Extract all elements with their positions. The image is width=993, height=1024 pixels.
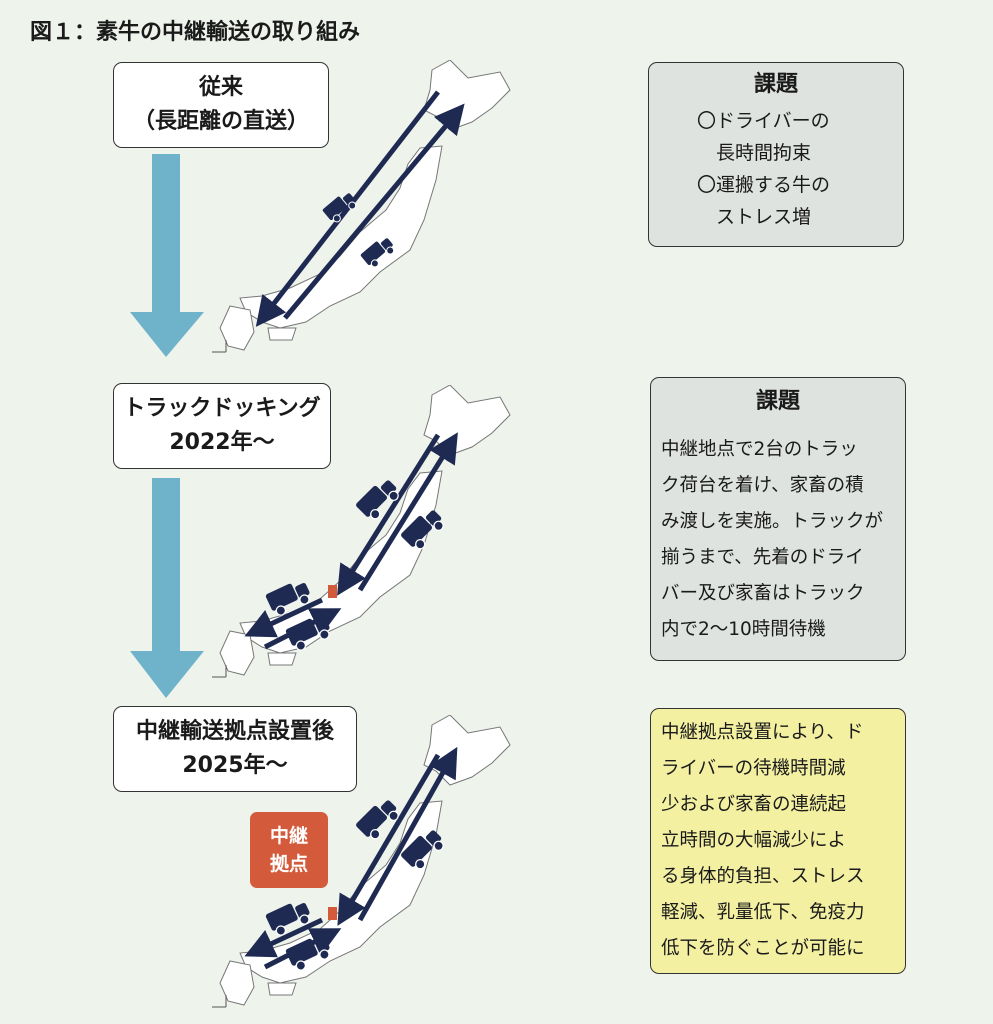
issue-line: ク荷台を着け、家畜の積: [661, 475, 864, 496]
stage-label: 中継輸送拠点設置後: [135, 719, 334, 744]
result-line: 軽減、乳量低下、免疫力: [661, 902, 865, 923]
issue-heading: 課題: [753, 72, 798, 97]
badge-line: 中継: [269, 825, 308, 847]
japan-map-docking: [211, 385, 511, 678]
route-arrow-icon: [283, 103, 465, 320]
truck-icon: [354, 474, 403, 524]
result-line: ライバーの待機時間減: [661, 758, 846, 779]
stage-truck-docking: トラックドッキング 2022年～: [113, 383, 331, 469]
issue-heading: 課題: [755, 389, 800, 414]
issue-line: 〇運搬する牛の: [697, 174, 831, 196]
stage-relay-base: 中継輸送拠点設置後 2025年～: [113, 706, 357, 792]
result-line: 少および家畜の連続起: [661, 794, 847, 815]
result-line: 立時間の大幅減少によ: [661, 830, 847, 851]
issue-line: 内で2～10時間待機: [661, 619, 826, 640]
issue-line: 揃うまで、先着のドライ: [661, 547, 864, 568]
japan-map-direct: [211, 60, 511, 353]
route-arrow-icon: [244, 597, 324, 638]
badge-line: 拠点: [269, 853, 308, 875]
result-line: 中継拠点設置により、ド: [661, 722, 864, 743]
stage-label: トラックドッキング: [123, 396, 321, 421]
issue-box-docking: 課題 中継地点で2台のトラッ ク荷台を着け、家畜の積 み渡しを実施。トラックが …: [650, 377, 906, 661]
stage-sublabel: （長距離の直送）: [132, 109, 309, 134]
truck-icon: [321, 188, 360, 226]
stage-sublabel: 2022年～: [169, 430, 275, 455]
japan-map-relay: [211, 715, 511, 1008]
relay-point-marker: [328, 585, 337, 598]
issue-line: み渡しを実施。トラックが: [661, 511, 884, 532]
relay-base-badge: 中継 拠点: [250, 812, 328, 888]
route-arrow-icon: [357, 432, 458, 592]
flow-arrow-down-icon: [130, 478, 204, 698]
issue-line: 中継地点で2台のトラッ: [661, 439, 858, 460]
issue-line: 長時間拘束: [697, 142, 812, 164]
route-arrow-icon: [244, 917, 324, 958]
flow-arrow-down-icon: [130, 154, 204, 357]
result-line: る身体的負担、ストレス: [661, 866, 865, 887]
stage-label: 従来: [198, 75, 243, 100]
figure-title: 図１：素牛の中継輸送の取り組み: [30, 20, 361, 45]
truck-icon: [264, 896, 315, 939]
issue-line: ストレス増: [697, 206, 812, 228]
issue-line: バー及び家畜はトラック: [661, 583, 865, 604]
stage-conventional: 従来 （長距離の直送）: [113, 62, 329, 148]
truck-icon: [354, 794, 403, 844]
japan-outline: [211, 385, 511, 678]
relay-point-marker: [328, 907, 337, 920]
result-box-relay: 中継拠点設置により、ド ライバーの待機時間減 少および家畜の連続起 立時間の大幅…: [650, 708, 906, 974]
result-line: 低下を防ぐことが可能に: [661, 938, 865, 959]
japan-outline: [211, 60, 511, 353]
route-arrow-icon: [357, 746, 458, 922]
route-arrow-icon: [337, 753, 441, 926]
route-arrow-icon: [337, 433, 441, 596]
issue-box-conventional: 課題 〇ドライバーの 長時間拘束 〇運搬する牛の ストレス増: [648, 62, 904, 247]
stage-sublabel: 2025年～: [182, 753, 288, 778]
issue-line: 〇ドライバーの: [697, 110, 830, 132]
